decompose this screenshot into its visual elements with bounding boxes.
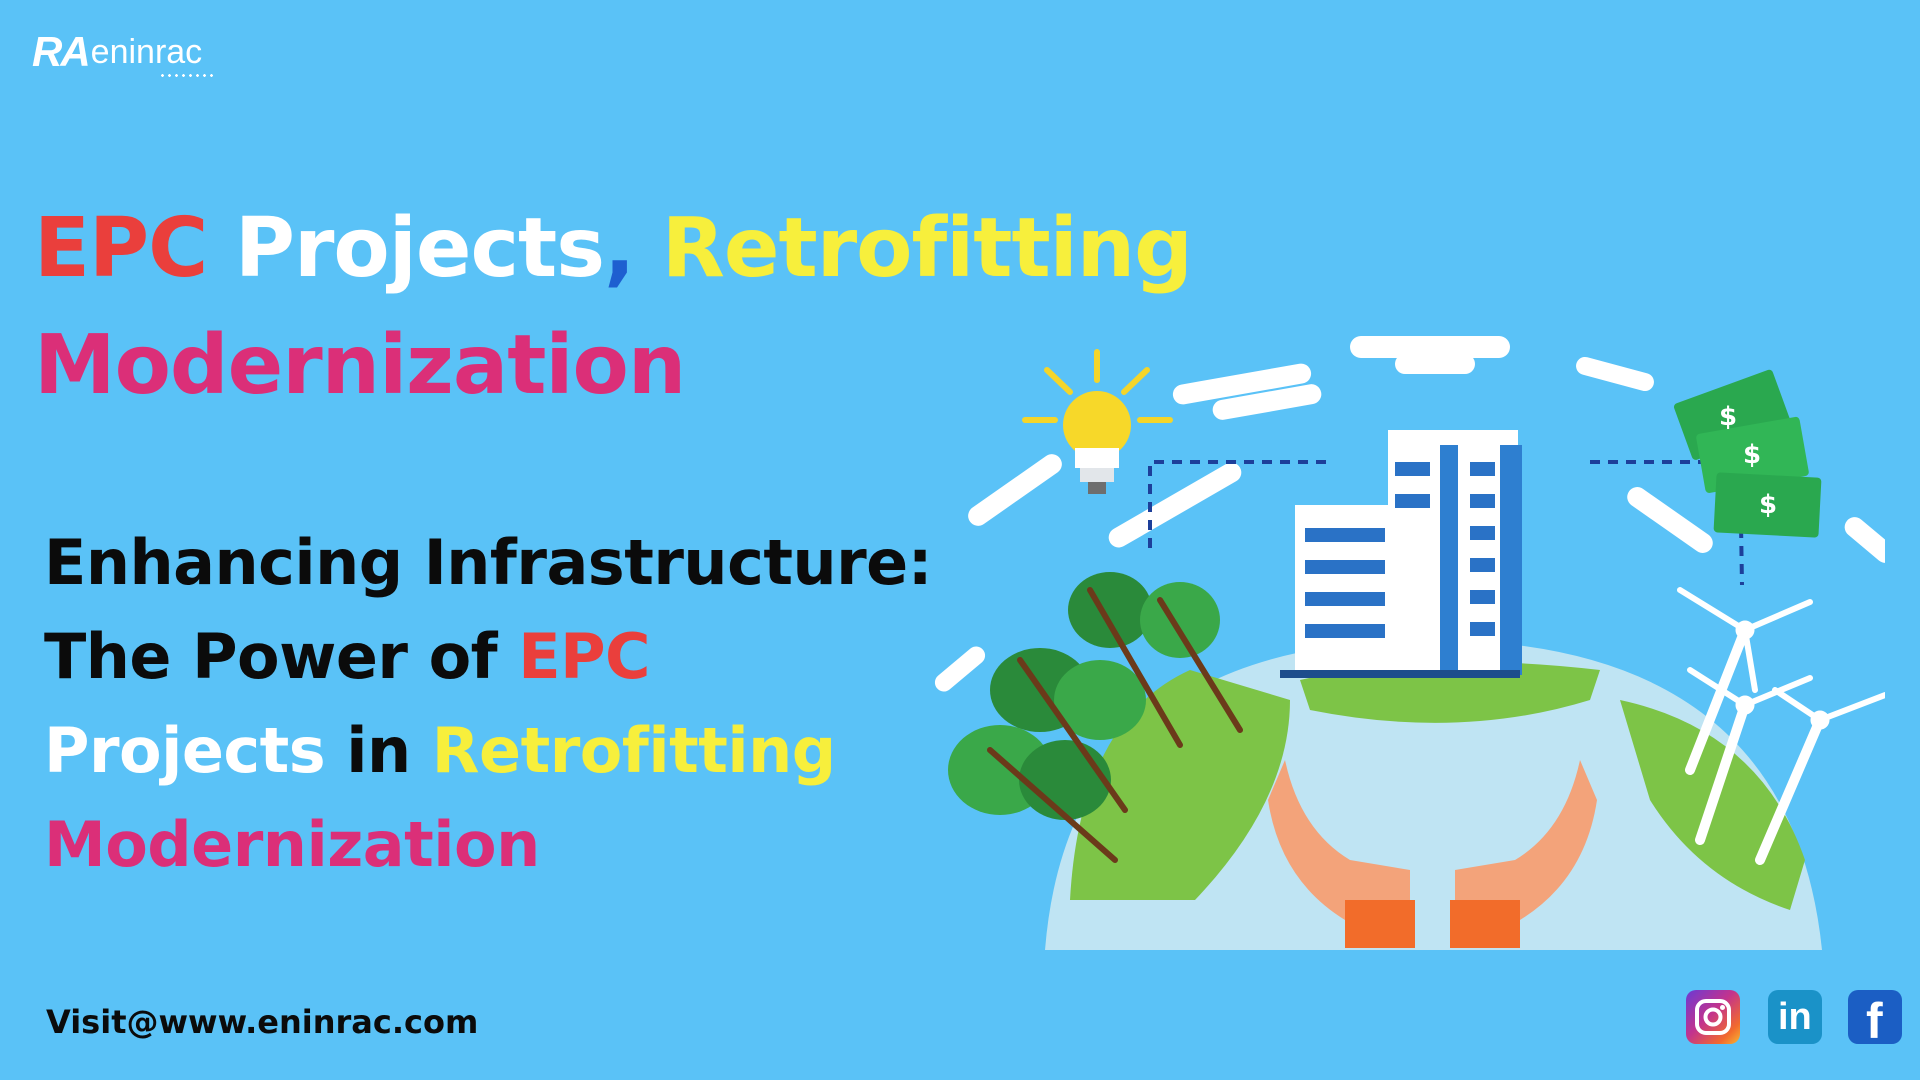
title-comma: , [604,201,662,296]
facebook-icon[interactable]: f [1848,990,1902,1044]
subtitle-in: in [325,714,432,787]
dollar-symbol: $ [1719,402,1737,432]
logo-mark: RA [32,28,91,75]
subtitle-power-of: The Power of [44,620,519,693]
globe [1045,640,1822,950]
instagram-icon[interactable] [1686,990,1740,1044]
money-icon: $$$ [1674,369,1822,538]
page-subtitle: Enhancing Infrastructure: The Power of E… [44,516,933,892]
title-epc: EPC [34,201,235,296]
subtitle-line-1: Enhancing Infrastructure: [44,526,933,599]
subtitle-retrofitting: Retrofitting [431,714,836,787]
sustainable-city-illustration: $$$ [934,336,1885,950]
cloud-icon [934,336,1885,692]
linkedin-icon[interactable]: in [1768,990,1822,1044]
instagram-glyph [1695,999,1731,1035]
linkedin-label: in [1778,996,1812,1038]
dollar-symbol: $ [1759,490,1777,520]
subtitle-projects: Projects [44,714,326,787]
website-link[interactable]: Visit@www.eninrac.com [46,1003,479,1041]
page-title: EPC Projects, Retrofitting Modernization [34,190,1193,424]
facebook-label: f [1866,993,1883,1044]
title-retrofitting: Retrofitting [661,201,1193,296]
tree-icon [948,572,1243,863]
lightbulb-icon [1022,349,1173,494]
dollar-symbol: $ [1743,440,1761,470]
subtitle-epc: EPC [518,620,651,693]
brand-logo[interactable]: RA eninrac [32,28,213,77]
building [1280,430,1522,678]
wind-turbine-icon [1677,587,1885,865]
logo-wordmark: eninrac [90,33,213,77]
hands-icon [1268,760,1597,948]
subtitle-modernization: Modernization [44,808,540,881]
title-projects: Projects [234,201,605,296]
title-modernization: Modernization [34,318,686,413]
